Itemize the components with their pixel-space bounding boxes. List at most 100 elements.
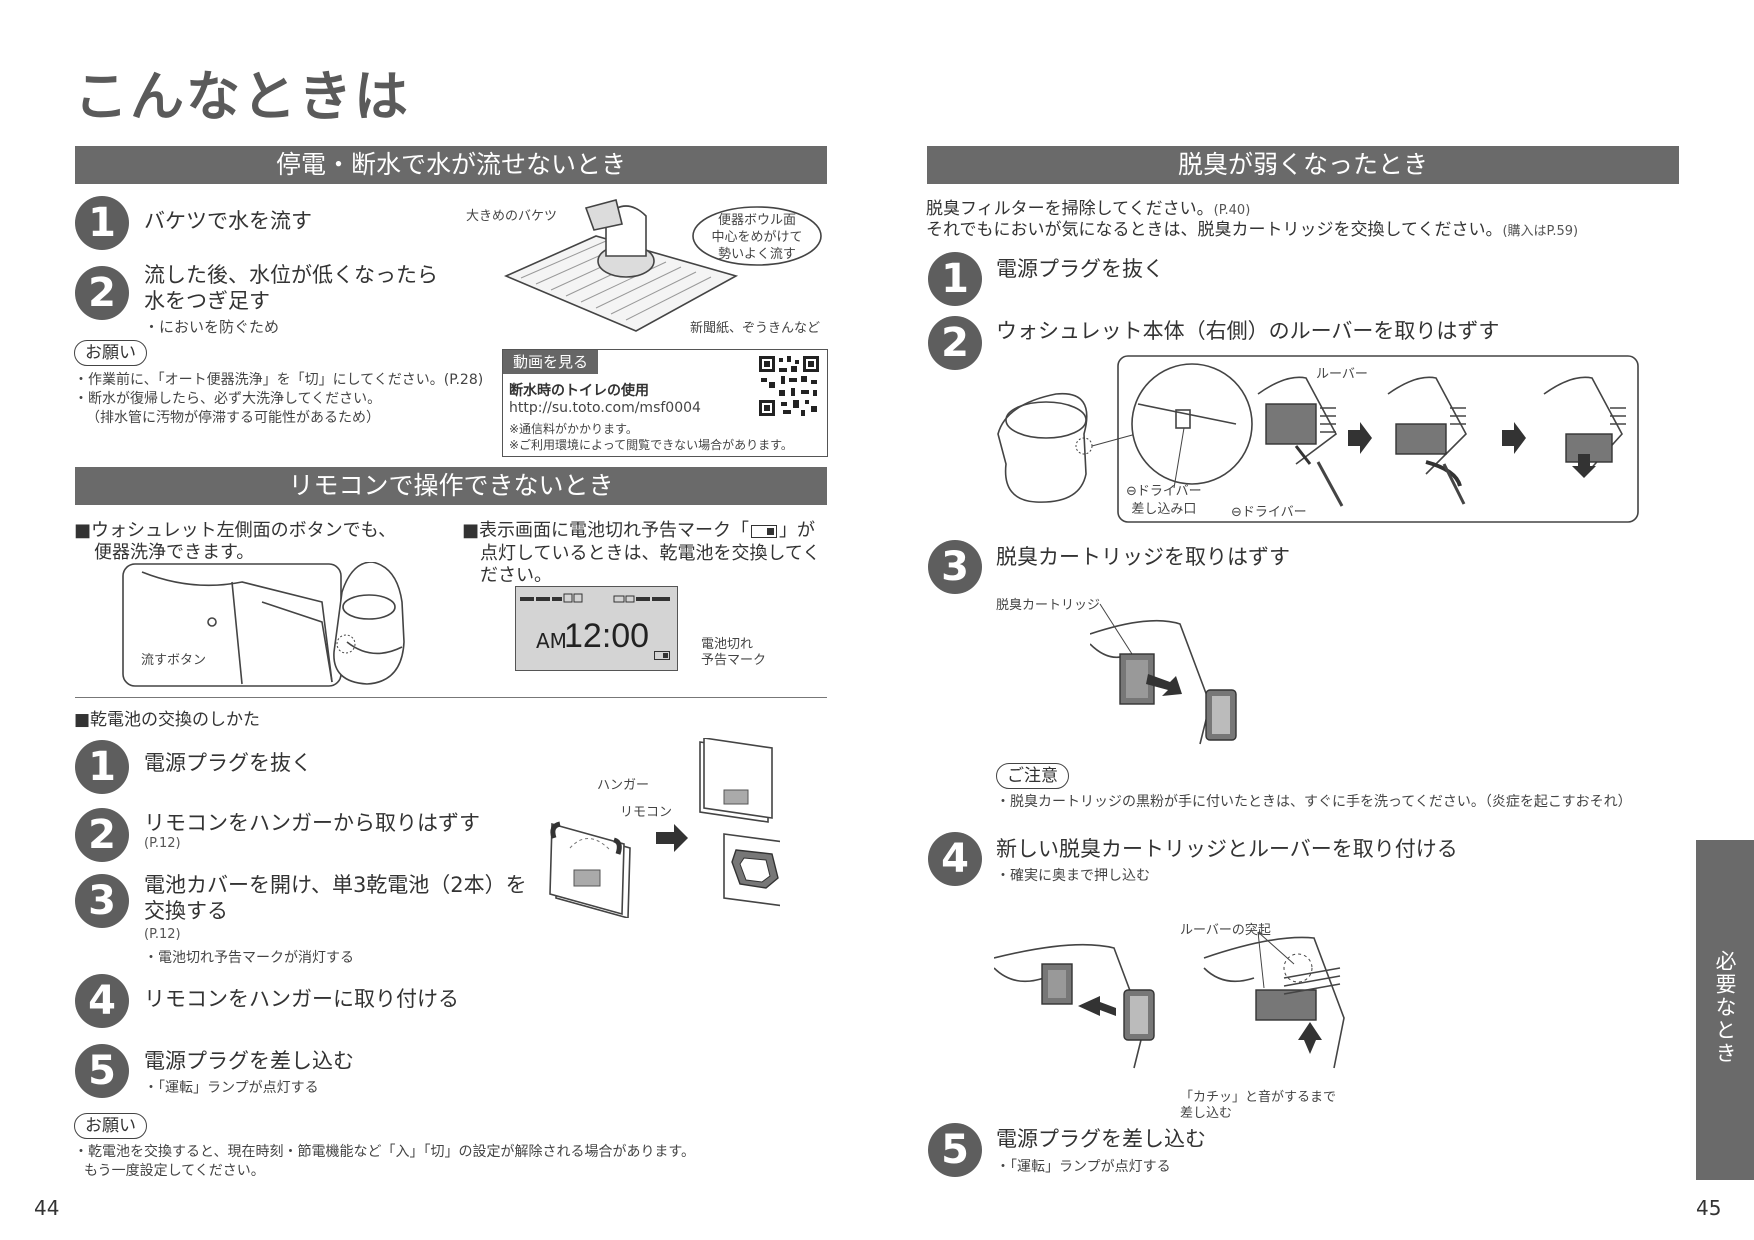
step-note: ・においを防ぐため	[144, 318, 280, 336]
remote-display: AM 12:00	[515, 586, 678, 671]
qr-code-icon[interactable]	[757, 354, 821, 418]
battery-heading: ■乾電池の交換のしかた	[74, 710, 261, 730]
video-tag: 動画を見る	[503, 350, 599, 374]
balloon-line: 勢いよく流す	[718, 247, 796, 262]
step-note: ・電池切れ予告マークが消灯する	[144, 950, 354, 966]
video-box[interactable]: 動画を見る 断水時のトイレの使用 http://su.toto.com/msf0…	[502, 349, 828, 457]
video-url[interactable]: http://su.toto.com/msf0004	[509, 400, 701, 416]
request-note: ・断水が復帰したら、必ず大洗浄してください。	[74, 391, 382, 407]
battery-icon	[654, 651, 670, 660]
bullet-text: ださい。	[480, 565, 552, 586]
intro-ref: (P.40)	[1213, 203, 1251, 218]
step-number-5: 5	[75, 1044, 129, 1098]
louver-label: ルーバー	[1316, 367, 1368, 382]
label-line: 差し込み口	[1131, 502, 1197, 517]
page-title: こんなときは	[74, 65, 410, 128]
step-note: ・「運転」ランプが点灯する	[144, 1080, 319, 1096]
step-text: 新しい脱臭カートリッジとルーバーを取り付ける	[996, 837, 1458, 861]
click-label: 「カチッ」と音がするまで 差し込む	[1180, 1090, 1336, 1122]
step-text: 流した後、水位が低くなったら	[144, 263, 438, 287]
request-note: もう一度設定してください。	[84, 1163, 265, 1179]
bullet-text: ■ウォシュレット左側面のボタンでも、	[74, 520, 397, 541]
label-line: 差し込む	[1180, 1106, 1233, 1121]
request-note: ・作業前に、「オート便器洗浄」を「切」にしてください。(P.28)	[74, 372, 484, 388]
step-number-2: 2	[75, 808, 129, 862]
paper-label: 新聞紙、ぞうきんなど	[690, 321, 821, 336]
step-text: 電池カバーを開け、単3乾電池（2本）を	[144, 873, 527, 897]
step-number-2: 2	[75, 266, 129, 320]
driver-label: ⊖ドライバー	[1231, 505, 1307, 520]
cartridge-install-illustration	[994, 931, 1345, 1069]
step-text: 電源プラグを抜く	[144, 751, 312, 775]
page-number: 44	[34, 1196, 60, 1220]
step-number-3: 3	[75, 874, 129, 928]
remote-label: リモコン	[620, 805, 673, 820]
step-text: 脱臭カートリッジを取りはずす	[996, 545, 1290, 569]
step-number-3: 3	[928, 540, 982, 594]
request-note: （排水管に汚物が停滞する可能性があるため）	[86, 410, 380, 426]
step-number-1: 1	[928, 252, 982, 306]
bullet-text-part: 」が	[779, 520, 816, 541]
display-segments	[520, 593, 670, 603]
bucket-illustration	[503, 199, 739, 332]
display-time: 12:00	[564, 617, 650, 655]
balloon-text: 便器ボウル面 中心をめがけて 勢いよく流す	[700, 212, 814, 263]
louver-removal-illustration	[997, 355, 1639, 523]
step-text: リモコンをハンガーに取り付ける	[144, 987, 459, 1011]
driver-slot-label: ⊖ドライバー 差し込み口	[1126, 483, 1202, 519]
side-tab-label: 必要なとき	[1713, 950, 1737, 1065]
battery-icon	[751, 524, 778, 538]
page-number: 45	[1696, 1196, 1722, 1220]
step-note: ・「運転」ランプが点灯する	[996, 1159, 1171, 1175]
step-text: 電源プラグを差し込む	[144, 1049, 354, 1073]
step-text: リモコンをハンガーから取りはずす	[144, 811, 480, 835]
step-text: 交換する	[144, 899, 228, 923]
intro-ref: (購入はP.59)	[1502, 224, 1579, 239]
battery-mark-label: 電池切れ 予告マーク	[701, 637, 766, 669]
intro-line: 脱臭フィルターを掃除してください。	[926, 199, 1214, 219]
video-note: ※通信料がかかります。	[509, 422, 638, 436]
step-ref: (P.12)	[144, 927, 181, 942]
balloon-shape	[692, 206, 822, 266]
step-number-5: 5	[928, 1123, 982, 1177]
bullet-text: ■表示画面に電池切れ予告マーク「 」が	[462, 516, 815, 542]
request-badge: お願い	[74, 340, 147, 366]
label-line: ⊖ドライバー	[1126, 484, 1202, 499]
step-number-2: 2	[928, 316, 982, 370]
caution-badge: ご注意	[996, 763, 1069, 789]
bullet-text: 点灯しているときは、乾電池を交換してく	[480, 543, 821, 564]
section-header-power-outage: 停電・断水で水が流せないとき	[75, 146, 827, 184]
step-number-1: 1	[75, 196, 129, 250]
section-header-remote: リモコンで操作できないとき	[75, 467, 827, 505]
step-number-4: 4	[75, 974, 129, 1028]
section-header-deodorizer: 脱臭が弱くなったとき	[927, 146, 1679, 184]
side-button-illustration	[122, 562, 405, 687]
side-tab[interactable]: 必要なとき	[1696, 840, 1754, 1180]
caution-note: ・脱臭カートリッジの黒粉が手に付いたときは、すぐに手を洗ってください。（炎症を起…	[996, 794, 1632, 810]
intro-line: それでもにおいが気になるときは、脱臭カートリッジを交換してください。	[926, 220, 1503, 240]
step-note: ・確実に奥まで押し込む	[996, 868, 1150, 884]
bullet-text-part: ■表示画面に電池切れ予告マーク「	[462, 520, 750, 541]
video-title: 断水時のトイレの使用	[509, 383, 649, 399]
intro-text: それでもにおいが気になるときは、脱臭カートリッジを交換してください。(購入はP.…	[926, 215, 1578, 240]
step-text: ウォシュレット本体（右側）のルーバーを取りはずす	[996, 319, 1500, 343]
intro-text: 脱臭フィルターを掃除してください。(P.40)	[926, 194, 1250, 219]
bucket-label: 大きめのバケツ	[466, 209, 558, 224]
louver-tab-label: ルーバーの突起	[1180, 923, 1271, 938]
cartridge-removal-illustration	[1090, 603, 1237, 745]
request-note: ・乾電池を交換すると、現在時刻・節電機能など「入」「切」の設定が解除される場合が…	[74, 1144, 696, 1160]
label-line: 電池切れ	[701, 637, 754, 652]
hanger-label: ハンガー	[597, 778, 650, 793]
step-text: 電源プラグを抜く	[996, 257, 1164, 281]
step-ref: (P.12)	[144, 836, 181, 851]
balloon-line: 便器ボウル面	[717, 213, 796, 228]
flush-button-label: 流すボタン	[141, 653, 207, 668]
step-number-4: 4	[928, 832, 982, 886]
divider	[75, 697, 827, 698]
request-badge: お願い	[74, 1113, 147, 1139]
remote-hanger-illustration	[549, 738, 780, 918]
label-line: 予告マーク	[701, 653, 767, 668]
step-text: 水をつぎ足す	[144, 289, 270, 313]
label-line: 「カチッ」と音がするまで	[1180, 1090, 1337, 1105]
video-note: ※ご利用環境によって閲覧できない場合があります。	[509, 438, 793, 452]
